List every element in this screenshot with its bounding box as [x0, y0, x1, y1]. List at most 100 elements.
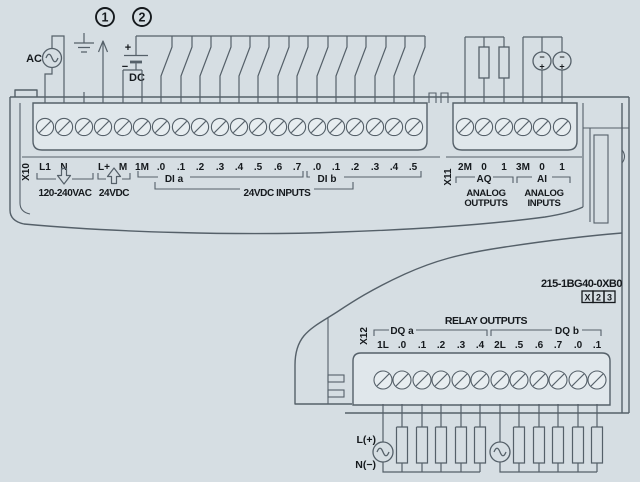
module-left-inner-edge — [19, 103, 31, 215]
x10-terminal-label: L+ — [98, 162, 110, 173]
dq-b-label: DQ b — [555, 326, 579, 337]
ai-source-minus: − — [539, 52, 544, 62]
di-a-label: DI a — [165, 174, 184, 185]
mains-circuit: AC — [26, 33, 94, 106]
x10-terminal-label: .6 — [274, 162, 283, 173]
order-box — [603, 290, 616, 304]
dq-b-bracket — [490, 329, 602, 336]
x10-terminal-label: .4 — [235, 162, 244, 173]
x10-terminal-label: M — [119, 162, 127, 173]
ac-source-icon — [41, 47, 63, 69]
aq-caption-line2: OUTPUTS — [464, 198, 507, 209]
x12-terminal-screws — [373, 370, 607, 390]
aq-load-resistor-icon — [478, 46, 490, 79]
x12-terminal-label: .3 — [457, 340, 466, 351]
x10-terminal-label: L1 — [39, 162, 51, 173]
x11-terminal-label: 0 — [481, 162, 487, 173]
aq-wires — [464, 36, 505, 106]
x12-terminal-label: .5 — [515, 340, 524, 351]
x10-terminal-label: .1 — [177, 162, 186, 173]
x10-terminal-label: .2 — [196, 162, 205, 173]
load-ac-sine-icon — [493, 447, 507, 457]
sensor-supply-arrow-head — [97, 40, 109, 53]
ai-caption-line2: INPUTS — [527, 198, 560, 209]
x10-labels: X10 L1 N L+ M 1M .0 .1 .2 .3 .4 .5 .6 .7… — [21, 162, 422, 199]
relay-clip-step-1 — [327, 374, 345, 383]
x10-terminal-label: .5 — [409, 162, 418, 173]
x12-terminal-label: .4 — [476, 340, 485, 351]
x11-labels: X11 2M 0 1 3M 0 1 AQ AI ANALOG OUTPUTS A… — [443, 162, 571, 209]
ai-source-plus: + — [539, 62, 544, 72]
relay-clip-step-2 — [327, 389, 345, 398]
x12-terminal-block — [352, 352, 611, 406]
x12-terminal-label: .1 — [593, 340, 602, 351]
module-outline — [9, 89, 630, 414]
mains-down-arrow-icon — [56, 167, 72, 185]
x12-terminal-label: .1 — [418, 340, 427, 351]
x12-terminal-label: .0 — [574, 340, 583, 351]
part-number-block: 215-1BG40-0XB0 X 2 3 — [541, 278, 623, 304]
ac-source-label: AC — [26, 53, 42, 65]
ai-wires — [522, 36, 563, 106]
x10-terminal-label: .0 — [157, 162, 166, 173]
ac-wires — [44, 35, 65, 106]
x11-terminal-block — [452, 102, 578, 151]
ac-sine-icon — [45, 53, 59, 63]
ai-voltage-source-icon — [552, 51, 572, 71]
sensor-up-arrow-icon — [106, 167, 122, 185]
relay-body-curve — [294, 232, 623, 405]
sensor-group-label: 24VDC — [99, 188, 129, 199]
relay-outputs-header: RELAY OUTPUTS — [445, 315, 528, 327]
load-ac-sine-icon — [376, 447, 390, 457]
battery-return-wires — [122, 63, 143, 106]
x11-terminal-label: 1 — [501, 162, 507, 173]
mains-group-bracket — [36, 173, 94, 180]
ai-source-minus: − — [559, 52, 564, 62]
x10-terminal-label: .2 — [351, 162, 360, 173]
dq-a-bracket — [373, 329, 488, 336]
inputs-group-label: 24VDC INPUTS — [244, 188, 312, 199]
callout-2-circle — [132, 7, 152, 27]
x10-terminal-label: .0 — [313, 162, 322, 173]
ai-caption-line1: ANALOG — [524, 188, 563, 199]
aq-label: AQ — [477, 174, 492, 185]
x11-terminal-screws — [455, 117, 572, 137]
order-box-label: X — [584, 293, 590, 303]
battery-long-bar — [124, 36, 148, 57]
protective-earth-icon — [74, 33, 94, 106]
x10-terminal-label: N — [60, 162, 67, 173]
analog-wiring: − + − + — [464, 36, 572, 106]
x12-terminal-label: 2L — [494, 340, 506, 351]
module-upper-body-curve — [9, 97, 584, 235]
callout-2-number: 2 — [139, 11, 146, 25]
callout-1: 1 — [95, 7, 115, 106]
relay-load-resistors — [395, 404, 604, 472]
inputs-group-bracket — [154, 182, 354, 190]
aq-load-resistor-icon — [498, 46, 510, 79]
sensor-group-bracket — [97, 173, 131, 180]
callout-1-circle — [95, 7, 115, 27]
x12-terminal-label: .7 — [554, 340, 563, 351]
dc-plus-label: + — [125, 42, 131, 54]
dc-minus-label: − — [122, 61, 128, 73]
x12-terminal-label: 1L — [377, 340, 389, 351]
x10-terminal-label: .3 — [216, 162, 225, 173]
dc-source: + − DC — [122, 35, 425, 106]
aq-caption-line1: ANALOG — [466, 188, 505, 199]
x12-terminal-label: .6 — [535, 340, 544, 351]
x10-terminal-screws — [35, 117, 424, 137]
load-ac-source-icon — [372, 441, 394, 463]
x10-terminal-label: .5 — [254, 162, 263, 173]
x10-terminal-block — [32, 102, 428, 151]
ai-bracket — [516, 176, 571, 183]
callout-2: 2 — [132, 7, 152, 27]
order-box-label: 3 — [607, 293, 612, 303]
dq-a-label: DQ a — [390, 326, 414, 337]
load-ac-source-icon — [489, 441, 511, 463]
x11-terminal-label: 3M — [516, 162, 530, 173]
mains-group-label: 120-240VAC — [38, 188, 91, 199]
x10-terminal-label: .7 — [293, 162, 302, 173]
mold-hooks — [428, 92, 449, 103]
